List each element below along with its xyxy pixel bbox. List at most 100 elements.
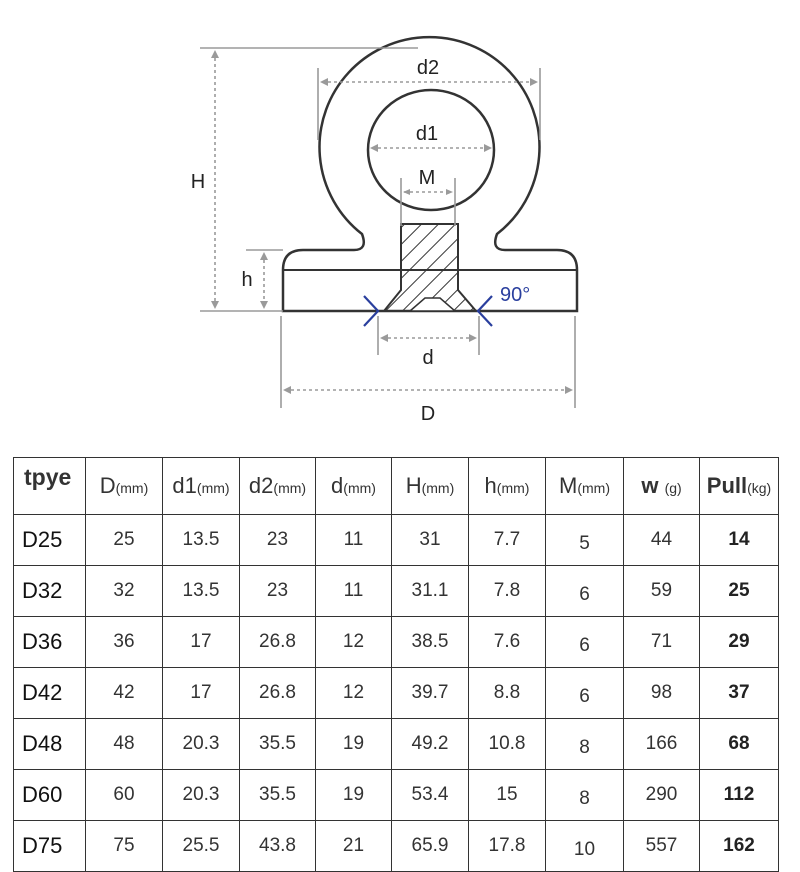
table-cell: 44 (623, 514, 700, 566)
type-cell: D75 (13, 820, 86, 872)
header-d2: d2(mm) (239, 457, 316, 515)
table-cell: 71 (623, 616, 700, 668)
table-cell: 25.5 (162, 820, 240, 872)
table-cell: 290 (623, 769, 700, 821)
table-cell: 7.7 (468, 514, 546, 566)
table-cell: 37 (699, 667, 779, 719)
inner-hole (366, 88, 496, 212)
table-cell: 42 (85, 667, 163, 719)
table-cell: 112 (699, 769, 779, 821)
header-d: d(mm) (315, 457, 392, 515)
table-cell: 15 (468, 769, 546, 821)
table-cell: 26.8 (239, 667, 316, 719)
m-label: M (419, 167, 436, 189)
table-cell: 19 (315, 769, 392, 821)
table-cell: 166 (623, 718, 700, 770)
table-cell: 12 (315, 667, 392, 719)
table-cell: 39.7 (391, 667, 469, 719)
table-cell: 23 (239, 565, 316, 617)
table-cell: 6 (545, 565, 624, 617)
table-cell: 162 (699, 820, 779, 872)
table-cell: 32 (85, 565, 163, 617)
table-cell: 25 (85, 514, 163, 566)
header-d1: d1(mm) (162, 457, 240, 515)
type-cell: D60 (13, 769, 86, 821)
table-cell: 8 (545, 718, 624, 770)
table-cell: 557 (623, 820, 700, 872)
header-D: D(mm) (85, 457, 163, 515)
h-total-label: H (191, 171, 205, 193)
table-cell: 53.4 (391, 769, 469, 821)
countersink (407, 297, 458, 312)
table-cell: 38.5 (391, 616, 469, 668)
d1-label: d1 (416, 123, 438, 145)
table-cell: 60 (85, 769, 163, 821)
type-cell: D32 (13, 565, 86, 617)
table-cell: 31.1 (391, 565, 469, 617)
type-cell: D25 (13, 514, 86, 566)
table-cell: 10 (545, 820, 624, 872)
header-type: tpye (13, 457, 86, 515)
table-header-row: tpye D(mm) d1(mm) d2(mm) d(mm) H(mm) h(m… (13, 457, 779, 515)
table-cell: 35.5 (239, 718, 316, 770)
table-cell: 20.3 (162, 718, 240, 770)
angle-label: 90° (500, 284, 530, 306)
table-cell: 23 (239, 514, 316, 566)
table-cell: 26.8 (239, 616, 316, 668)
table-cell: 31 (391, 514, 469, 566)
table-cell: 12 (315, 616, 392, 668)
type-cell: D36 (13, 616, 86, 668)
type-cell: D48 (13, 718, 86, 770)
table-cell: 35.5 (239, 769, 316, 821)
table-cell: 13.5 (162, 565, 240, 617)
table-cell: 29 (699, 616, 779, 668)
table-cell: 5 (545, 514, 624, 566)
table-cell: 17 (162, 667, 240, 719)
header-pull: Pull(kg) (699, 457, 779, 515)
d2-label: d2 (417, 57, 439, 79)
header-h: h(mm) (468, 457, 546, 515)
table-cell: 7.8 (468, 565, 546, 617)
table-cell: 65.9 (391, 820, 469, 872)
table-cell: 49.2 (391, 718, 469, 770)
table-cell: 17 (162, 616, 240, 668)
table-cell: 36 (85, 616, 163, 668)
table-cell: 20.3 (162, 769, 240, 821)
table-cell: 68 (699, 718, 779, 770)
table-cell: 98 (623, 667, 700, 719)
d-label: d (422, 347, 433, 369)
table-cell: 75 (85, 820, 163, 872)
diameter-label: D (421, 403, 435, 425)
table-cell: 59 (623, 565, 700, 617)
type-cell: D42 (13, 667, 86, 719)
table-cell: 8 (545, 769, 624, 821)
table-cell: 11 (315, 565, 392, 617)
table-cell: 43.8 (239, 820, 316, 872)
table-cell: 48 (85, 718, 163, 770)
table-cell: 6 (545, 667, 624, 719)
header-w: w (g) (623, 457, 700, 515)
table-cell: 10.8 (468, 718, 546, 770)
screw-section (381, 223, 479, 312)
h-base-label: h (241, 269, 252, 291)
eyebolt-magnet-diagram: d2 d1 M H h 90° d D (191, 35, 579, 425)
header-H: H(mm) (391, 457, 469, 515)
table-cell: 25 (699, 565, 779, 617)
table-cell: 13.5 (162, 514, 240, 566)
table-cell: 17.8 (468, 820, 546, 872)
table-cell: 6 (545, 616, 624, 668)
header-M: M(mm) (545, 457, 624, 515)
table-cell: 19 (315, 718, 392, 770)
specification-table: tpye D(mm) d1(mm) d2(mm) d(mm) H(mm) h(m… (13, 457, 779, 872)
table-cell: 8.8 (468, 667, 546, 719)
table-cell: 21 (315, 820, 392, 872)
table-cell: 7.6 (468, 616, 546, 668)
table-cell: 14 (699, 514, 779, 566)
